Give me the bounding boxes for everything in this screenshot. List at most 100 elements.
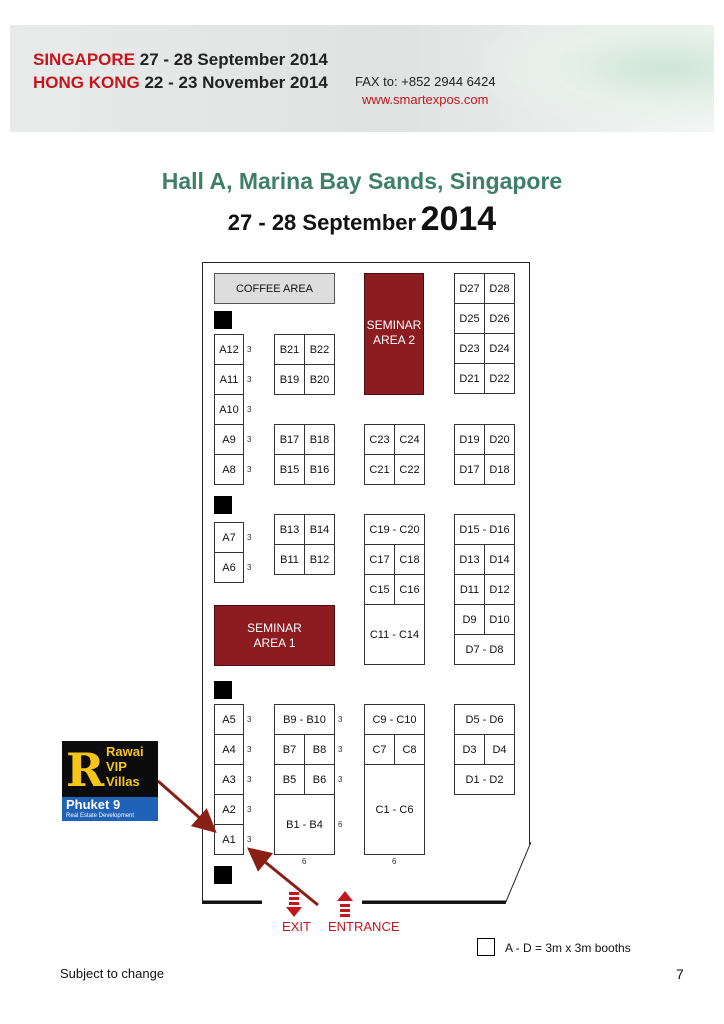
booth-c19-c20[interactable]: C19 - C20 [364,514,425,545]
booth-d11[interactable]: D11 [454,574,485,605]
booth-d17[interactable]: D17 [454,454,485,485]
booth-d13[interactable]: D13 [454,544,485,575]
dimension-mark: 3 [338,775,343,784]
seminar2-line1: SEMINAR [366,318,422,332]
logo-line1: Rawai [106,744,144,759]
booth-c24[interactable]: C24 [394,424,425,455]
page-title: Hall A, Marina Bay Sands, Singapore [161,168,563,194]
booth-b20[interactable]: B20 [304,364,335,395]
dimension-mark: 3 [338,715,343,724]
booth-a6[interactable]: A6 [214,552,244,583]
booth-d23[interactable]: D23 [454,333,485,364]
logo-brand: Phuket 9 [66,797,121,812]
logo-letter: R [66,743,105,797]
rawai-vip-villas-logo: R Rawai VIP Villas Phuket 9 Real Estate … [62,741,158,821]
booth-d7-d8[interactable]: D7 - D8 [454,634,515,665]
booth-c15[interactable]: C15 [364,574,395,605]
hall-bottom-wall [202,900,506,904]
booth-c18[interactable]: C18 [394,544,425,575]
legend-text: A - D = 3m x 3m booths [505,941,631,955]
dimension-mark: 3 [247,533,252,542]
booth-a11[interactable]: A11 [214,364,244,395]
booth-c17[interactable]: C17 [364,544,395,575]
logo-line3: Villas [106,774,140,789]
booth-d1-d2[interactable]: D1 - D2 [454,764,515,795]
booth-d25[interactable]: D25 [454,303,485,334]
booth-d9[interactable]: D9 [454,604,485,635]
pillar [214,866,232,884]
booth-b11[interactable]: B11 [274,544,305,575]
pointer-arrows [157,779,319,907]
booth-d18[interactable]: D18 [484,454,515,485]
singapore-event-line: SINGAPORE 27 - 28 September 2014 [33,50,328,70]
booth-d27[interactable]: D27 [454,273,485,304]
subtitle-year: 2014 [420,200,497,238]
booth-c7[interactable]: C7 [364,734,395,765]
booth-d22[interactable]: D22 [484,363,515,394]
booth-c22[interactable]: C22 [394,454,425,485]
booth-b18[interactable]: B18 [304,424,335,455]
website-link[interactable]: www.smartexpos.com [362,92,489,107]
booth-a4[interactable]: A4 [214,734,244,765]
booth-b15[interactable]: B15 [274,454,305,485]
booth-c8[interactable]: C8 [394,734,425,765]
booth-a5[interactable]: A5 [214,704,244,735]
booth-d20[interactable]: D20 [484,424,515,455]
booth-c23[interactable]: C23 [364,424,395,455]
booth-d15-d16[interactable]: D15 - D16 [454,514,515,545]
booth-d12[interactable]: D12 [484,574,515,605]
booth-a8[interactable]: A8 [214,454,244,485]
dimension-mark: 6 [392,857,397,866]
dimension-mark: 3 [338,745,343,754]
booth-a7[interactable]: A7 [214,522,244,553]
seminar1-line1: SEMINAR [247,620,302,635]
legend-swatch [477,938,495,956]
booth-d14[interactable]: D14 [484,544,515,575]
booth-c16[interactable]: C16 [394,574,425,605]
booth-b7[interactable]: B7 [274,734,305,765]
singapore-date: 27 - 28 September 2014 [139,50,328,69]
booth-b14[interactable]: B14 [304,514,335,545]
dimension-mark: 6 [338,820,343,829]
seminar2-line2: AREA 2 [372,333,416,347]
booth-b8[interactable]: B8 [304,734,335,765]
entrance-arrow-icon [337,891,353,917]
booth-d5-d6[interactable]: D5 - D6 [454,704,515,735]
booth-b17[interactable]: B17 [274,424,305,455]
booth-b16[interactable]: B16 [304,454,335,485]
booth-b21[interactable]: B21 [274,334,305,365]
booth-c1-c6[interactable]: C1 - C6 [364,764,425,855]
booth-b22[interactable]: B22 [304,334,335,365]
header-banner [10,25,714,132]
booth-d28[interactable]: D28 [484,273,515,304]
dimension-mark: 3 [247,563,252,572]
booth-a12[interactable]: A12 [214,334,244,365]
logo-line2: VIP [106,759,127,774]
booth-b9-b10[interactable]: B9 - B10 [274,704,335,735]
booth-b19[interactable]: B19 [274,364,305,395]
booth-a10[interactable]: A10 [214,394,244,425]
booth-c9-c10[interactable]: C9 - C10 [364,704,425,735]
fax-number: FAX to: +852 2944 6424 [355,74,496,89]
booth-c21[interactable]: C21 [364,454,395,485]
exit-entrance-arrows [286,891,353,917]
logo-tagline: Real Estate Development [66,813,135,819]
dimension-mark: 3 [247,375,252,384]
booth-b12[interactable]: B12 [304,544,335,575]
booth-d24[interactable]: D24 [484,333,515,364]
booth-d3[interactable]: D3 [454,734,485,765]
booth-d26[interactable]: D26 [484,303,515,334]
booth-d19[interactable]: D19 [454,424,485,455]
booth-b1-b4[interactable]: B1 - B4 [274,794,335,855]
dimension-mark: 3 [247,775,252,784]
booth-a1[interactable]: A1 [214,824,244,855]
booth-a2[interactable]: A2 [214,794,244,825]
booth-d21[interactable]: D21 [454,363,485,394]
booth-a9[interactable]: A9 [214,424,244,455]
booth-c11-c14[interactable]: C11 - C14 [364,604,425,665]
booth-b13[interactable]: B13 [274,514,305,545]
seminar1-line2: AREA 1 [253,635,296,650]
booth-d10[interactable]: D10 [484,604,515,635]
booth-d4[interactable]: D4 [484,734,515,765]
